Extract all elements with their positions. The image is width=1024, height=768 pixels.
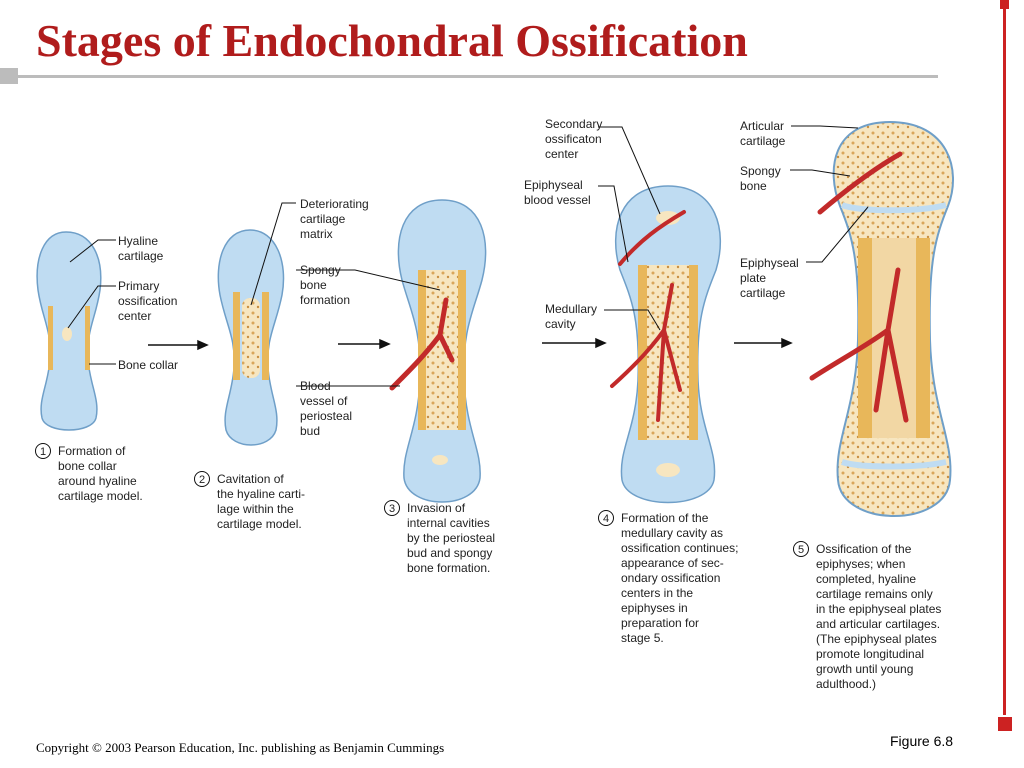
svg-text:promote longitudinal: promote longitudinal bbox=[816, 647, 924, 661]
accent-vertical-rule bbox=[1003, 0, 1006, 715]
svg-text:internal cavities: internal cavities bbox=[407, 516, 490, 530]
stage-arrows bbox=[148, 337, 793, 351]
svg-text:medullary cavity as: medullary cavity as bbox=[621, 526, 723, 540]
svg-text:formation: formation bbox=[300, 293, 350, 307]
label-primary-ossification-center: Primary ossification center bbox=[118, 279, 177, 323]
svg-text:bud and spongy: bud and spongy bbox=[407, 546, 492, 560]
copyright-notice: Copyright © 2003 Pearson Education, Inc.… bbox=[36, 740, 445, 755]
bone-stage-1 bbox=[36, 231, 102, 431]
svg-text:bone: bone bbox=[300, 278, 327, 292]
svg-text:Epiphyseal: Epiphyseal bbox=[740, 256, 799, 270]
svg-text:Blood: Blood bbox=[300, 379, 331, 393]
label-spongy-bone-formation: Spongy bone formation bbox=[300, 263, 350, 307]
svg-text:cartilage: cartilage bbox=[118, 249, 164, 263]
accent-square-bottom bbox=[998, 717, 1012, 731]
svg-text:Primary: Primary bbox=[118, 279, 159, 293]
figure-number: Figure 6.8 bbox=[890, 733, 954, 749]
svg-text:appearance of sec-: appearance of sec- bbox=[621, 556, 724, 570]
svg-text:periosteal: periosteal bbox=[300, 409, 352, 423]
svg-text:in the epiphyseal plates: in the epiphyseal plates bbox=[816, 602, 941, 616]
svg-text:plate: plate bbox=[740, 271, 766, 285]
bone-stage-3 bbox=[389, 199, 487, 503]
leader-lines bbox=[67, 125, 869, 387]
svg-text:Formation of: Formation of bbox=[58, 444, 126, 458]
label-epiphyseal-plate-cartilage: Epiphyseal plate cartilage bbox=[740, 256, 799, 300]
svg-text:Medullary: Medullary bbox=[545, 302, 597, 316]
svg-text:Spongy: Spongy bbox=[740, 164, 781, 178]
svg-text:bone formation.: bone formation. bbox=[407, 561, 490, 575]
bone-stage-4 bbox=[610, 185, 722, 504]
svg-text:cartilage: cartilage bbox=[740, 134, 786, 148]
svg-text:centers in the: centers in the bbox=[621, 586, 693, 600]
label-hyaline-cartilage: Hyaline cartilage bbox=[118, 234, 164, 263]
label-deteriorating-matrix: Deteriorating cartilage matrix bbox=[300, 197, 369, 241]
svg-text:adulthood.): adulthood.) bbox=[816, 677, 876, 691]
svg-text:completed, hyaline: completed, hyaline bbox=[816, 572, 916, 586]
label-spongy-bone: Spongy bone bbox=[740, 164, 781, 193]
title-rule bbox=[18, 75, 938, 78]
svg-text:matrix: matrix bbox=[300, 227, 333, 241]
svg-text:(The epiphyseal plates: (The epiphyseal plates bbox=[816, 632, 937, 646]
label-secondary-ossification-center: Secondary ossificaton center bbox=[545, 117, 602, 161]
svg-text:Spongy: Spongy bbox=[300, 263, 341, 277]
svg-text:Articular: Articular bbox=[740, 119, 784, 133]
step-caption-5: 5 Ossification of the epiphyses; when co… bbox=[793, 541, 941, 691]
svg-text:vessel of: vessel of bbox=[300, 394, 348, 408]
svg-text:5: 5 bbox=[798, 544, 804, 556]
svg-text:Cavitation of: Cavitation of bbox=[217, 472, 284, 486]
svg-text:ossificaton: ossificaton bbox=[545, 132, 602, 146]
step-caption-3: 3 Invasion of internal cavities by the p… bbox=[384, 500, 495, 575]
svg-text:bud: bud bbox=[300, 424, 320, 438]
svg-text:bone: bone bbox=[740, 179, 767, 193]
slide-title: Stages of Endochondral Ossification bbox=[36, 15, 748, 66]
svg-text:lage within the: lage within the bbox=[217, 502, 294, 516]
svg-text:ondary ossification: ondary ossification bbox=[621, 571, 720, 585]
svg-text:Hyaline: Hyaline bbox=[118, 234, 158, 248]
svg-text:and articular cartilages.: and articular cartilages. bbox=[816, 617, 940, 631]
label-articular-cartilage: Articular cartilage bbox=[740, 119, 786, 148]
svg-text:around hyaline: around hyaline bbox=[58, 474, 137, 488]
svg-text:4: 4 bbox=[603, 513, 609, 525]
svg-text:Deteriorating: Deteriorating bbox=[300, 197, 369, 211]
label-bone-collar: Bone collar bbox=[118, 358, 178, 372]
svg-text:Bone collar: Bone collar bbox=[118, 358, 178, 372]
svg-text:Formation of the: Formation of the bbox=[621, 511, 709, 525]
svg-text:center: center bbox=[545, 147, 578, 161]
svg-text:the hyaline carti-: the hyaline carti- bbox=[217, 487, 305, 501]
svg-text:epiphyses; when: epiphyses; when bbox=[816, 557, 905, 571]
svg-text:cartilage: cartilage bbox=[300, 212, 346, 226]
label-periosteal-bud-vessel: Blood vessel of periosteal bud bbox=[300, 379, 352, 438]
svg-text:cartilage remains only: cartilage remains only bbox=[816, 587, 933, 601]
svg-text:blood vessel: blood vessel bbox=[524, 193, 591, 207]
svg-text:2: 2 bbox=[199, 474, 205, 486]
svg-text:Ossification of the: Ossification of the bbox=[816, 542, 912, 556]
svg-text:ossification: ossification bbox=[118, 294, 177, 308]
svg-text:1: 1 bbox=[40, 446, 46, 458]
svg-text:cartilage: cartilage bbox=[740, 286, 786, 300]
step-caption-4: 4 Formation of the medullary cavity as o… bbox=[598, 510, 738, 645]
step-caption-1: 1 Formation of bone collar around hyalin… bbox=[35, 443, 143, 503]
svg-text:cavity: cavity bbox=[545, 317, 576, 331]
step-caption-2: 2 Cavitation of the hyaline carti- lage … bbox=[194, 471, 305, 531]
label-medullary-cavity: Medullary cavity bbox=[545, 302, 597, 331]
svg-text:bone collar: bone collar bbox=[58, 459, 117, 473]
svg-text:epiphyses in: epiphyses in bbox=[621, 601, 688, 615]
svg-text:3: 3 bbox=[389, 503, 395, 515]
svg-text:ossification continues;: ossification continues; bbox=[621, 541, 738, 555]
svg-text:cartilage model.: cartilage model. bbox=[58, 489, 143, 503]
svg-text:Epiphyseal: Epiphyseal bbox=[524, 178, 583, 192]
svg-text:Secondary: Secondary bbox=[545, 117, 602, 131]
svg-text:cartilage model.: cartilage model. bbox=[217, 517, 302, 531]
bone-stage-2 bbox=[217, 229, 285, 446]
title-rule-notch bbox=[0, 68, 18, 84]
svg-text:preparation for: preparation for bbox=[621, 616, 699, 630]
svg-text:stage 5.: stage 5. bbox=[621, 631, 664, 645]
svg-text:by the periosteal: by the periosteal bbox=[407, 531, 495, 545]
svg-text:Invasion of: Invasion of bbox=[407, 501, 466, 515]
label-epiphyseal-blood-vessel: Epiphyseal blood vessel bbox=[524, 178, 591, 207]
svg-text:growth until young: growth until young bbox=[816, 662, 913, 676]
bone-stage-5 bbox=[809, 120, 955, 517]
svg-text:center: center bbox=[118, 309, 151, 323]
